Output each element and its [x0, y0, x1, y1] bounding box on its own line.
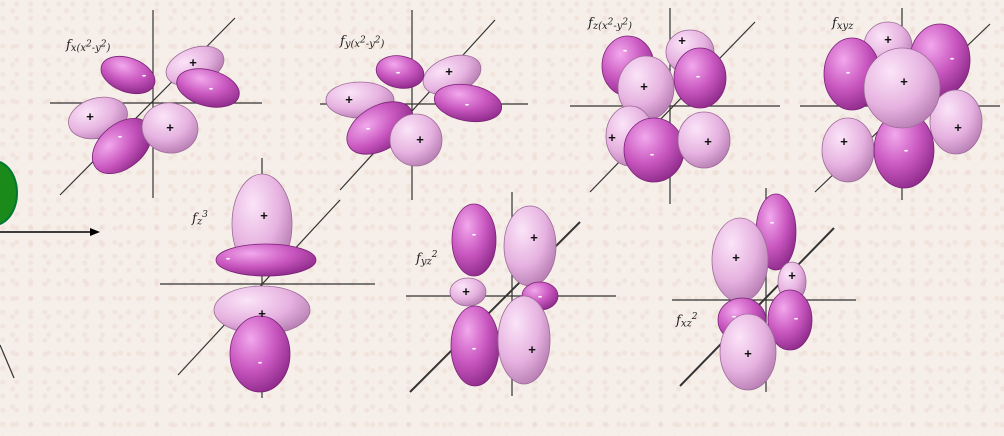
lobe-3c	[673, 47, 727, 109]
sign-4a: +	[884, 32, 892, 47]
lobe-4d	[929, 89, 983, 155]
sign-1c: -	[209, 80, 213, 95]
sign-6b: +	[530, 230, 538, 245]
lobe-6c	[449, 277, 487, 307]
sign-6f: +	[528, 342, 536, 357]
lobe-1f	[141, 102, 199, 154]
lobe-5d	[229, 315, 291, 393]
lobe-7b	[711, 217, 769, 303]
sign-3c: -	[696, 68, 700, 83]
sign-5a: +	[260, 208, 268, 223]
sign-4e: +	[840, 134, 848, 149]
sign-7f: +	[744, 346, 752, 361]
sign-6d: -	[538, 288, 542, 303]
sign-4b: -	[950, 50, 954, 65]
sign-7a: -	[770, 214, 774, 229]
label-fz-x2-y2: fz(x2-y2)	[588, 16, 633, 32]
sign-3g: +	[704, 134, 712, 149]
lobe-2b	[375, 55, 425, 89]
sign-3f: -	[650, 146, 654, 161]
axis-y-3	[589, 21, 756, 193]
lobe-2f	[389, 113, 443, 167]
lobe-7f	[719, 313, 777, 391]
sign-2f: +	[416, 132, 424, 147]
label-fxyz: fxyz	[832, 16, 854, 32]
sign-5c: +	[258, 306, 266, 321]
sign-2b: -	[396, 64, 400, 79]
sign-4f: -	[904, 142, 908, 157]
lobe-6b	[503, 205, 557, 287]
sign-3b: -	[623, 42, 627, 57]
sign-6c: +	[462, 284, 470, 299]
sign-3d: +	[640, 79, 648, 94]
sign-7c: +	[788, 268, 796, 283]
lobe-3g	[677, 111, 731, 169]
lobe-2c	[433, 83, 503, 123]
sign-6e: -	[472, 340, 476, 355]
sign-1e: -	[118, 128, 122, 143]
lobe-1b	[100, 55, 156, 95]
sign-2e: -	[366, 120, 370, 135]
label-fy-x2-y2: fy(x2-y2)	[340, 34, 385, 50]
lobe-6f	[497, 295, 551, 385]
sign-4g: +	[900, 74, 908, 89]
sign-3a: +	[678, 33, 686, 48]
sign-1f: +	[166, 120, 174, 135]
lobe-5b	[215, 243, 317, 277]
label-fyz2: fyz2	[416, 250, 438, 268]
lobe-1c	[176, 68, 240, 108]
sign-7d: -	[732, 308, 736, 323]
sign-1a: +	[189, 55, 197, 70]
lobe-6a	[451, 203, 497, 277]
lobe-4g	[863, 47, 941, 129]
sign-5d: -	[258, 354, 262, 369]
sign-7e: -	[794, 310, 798, 325]
label-fx-x2-y2: fx(x2-y2)	[66, 38, 111, 54]
axis-y-2	[339, 19, 496, 191]
sign-2d: +	[345, 92, 353, 107]
sign-4d: +	[954, 120, 962, 135]
sign-2c: -	[465, 96, 469, 111]
lobe-7e	[767, 289, 813, 351]
sign-3e: +	[608, 130, 616, 145]
lobe-4e	[821, 117, 875, 183]
sign-1b: -	[142, 67, 146, 82]
sign-6a: -	[472, 226, 476, 241]
sign-5b: -	[226, 250, 230, 265]
label-fz3: fz3	[192, 210, 208, 228]
sign-2a: +	[445, 64, 453, 79]
sign-4c: -	[846, 64, 850, 79]
label-fxz2: fxz2	[676, 312, 698, 330]
sign-1d: +	[86, 109, 94, 124]
sign-7b: +	[732, 250, 740, 265]
